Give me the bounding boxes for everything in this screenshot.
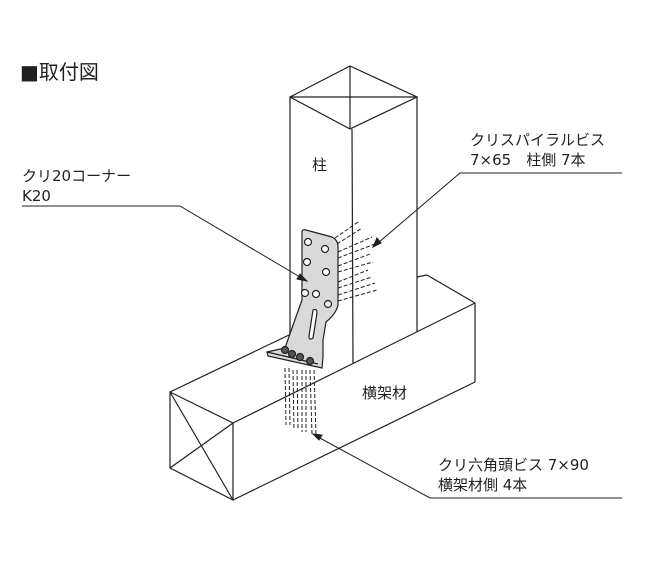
- column-label: 柱: [312, 156, 328, 174]
- bracket-label-name: クリ20コーナー: [22, 167, 132, 185]
- page-title: ■取付図: [20, 60, 99, 84]
- beam-label: 横架材: [362, 384, 408, 402]
- beam-screws: [284, 367, 317, 436]
- column: [288, 65, 419, 364]
- column-screw-label-spec: 7×65 柱側 7本: [470, 151, 586, 169]
- column-screws: [334, 221, 378, 302]
- column-screw-label-name: クリスパイラルビス: [470, 131, 606, 149]
- bracket-label-code: K20: [22, 187, 51, 205]
- k20-corner-bracket: [266, 229, 339, 369]
- beam-screw-label-spec: 横架材側 4本: [438, 476, 528, 494]
- leader-lines: [22, 172, 622, 499]
- beam-screw-label-name: クリ六角頭ビス 7×90: [438, 456, 589, 474]
- beam: [169, 274, 476, 501]
